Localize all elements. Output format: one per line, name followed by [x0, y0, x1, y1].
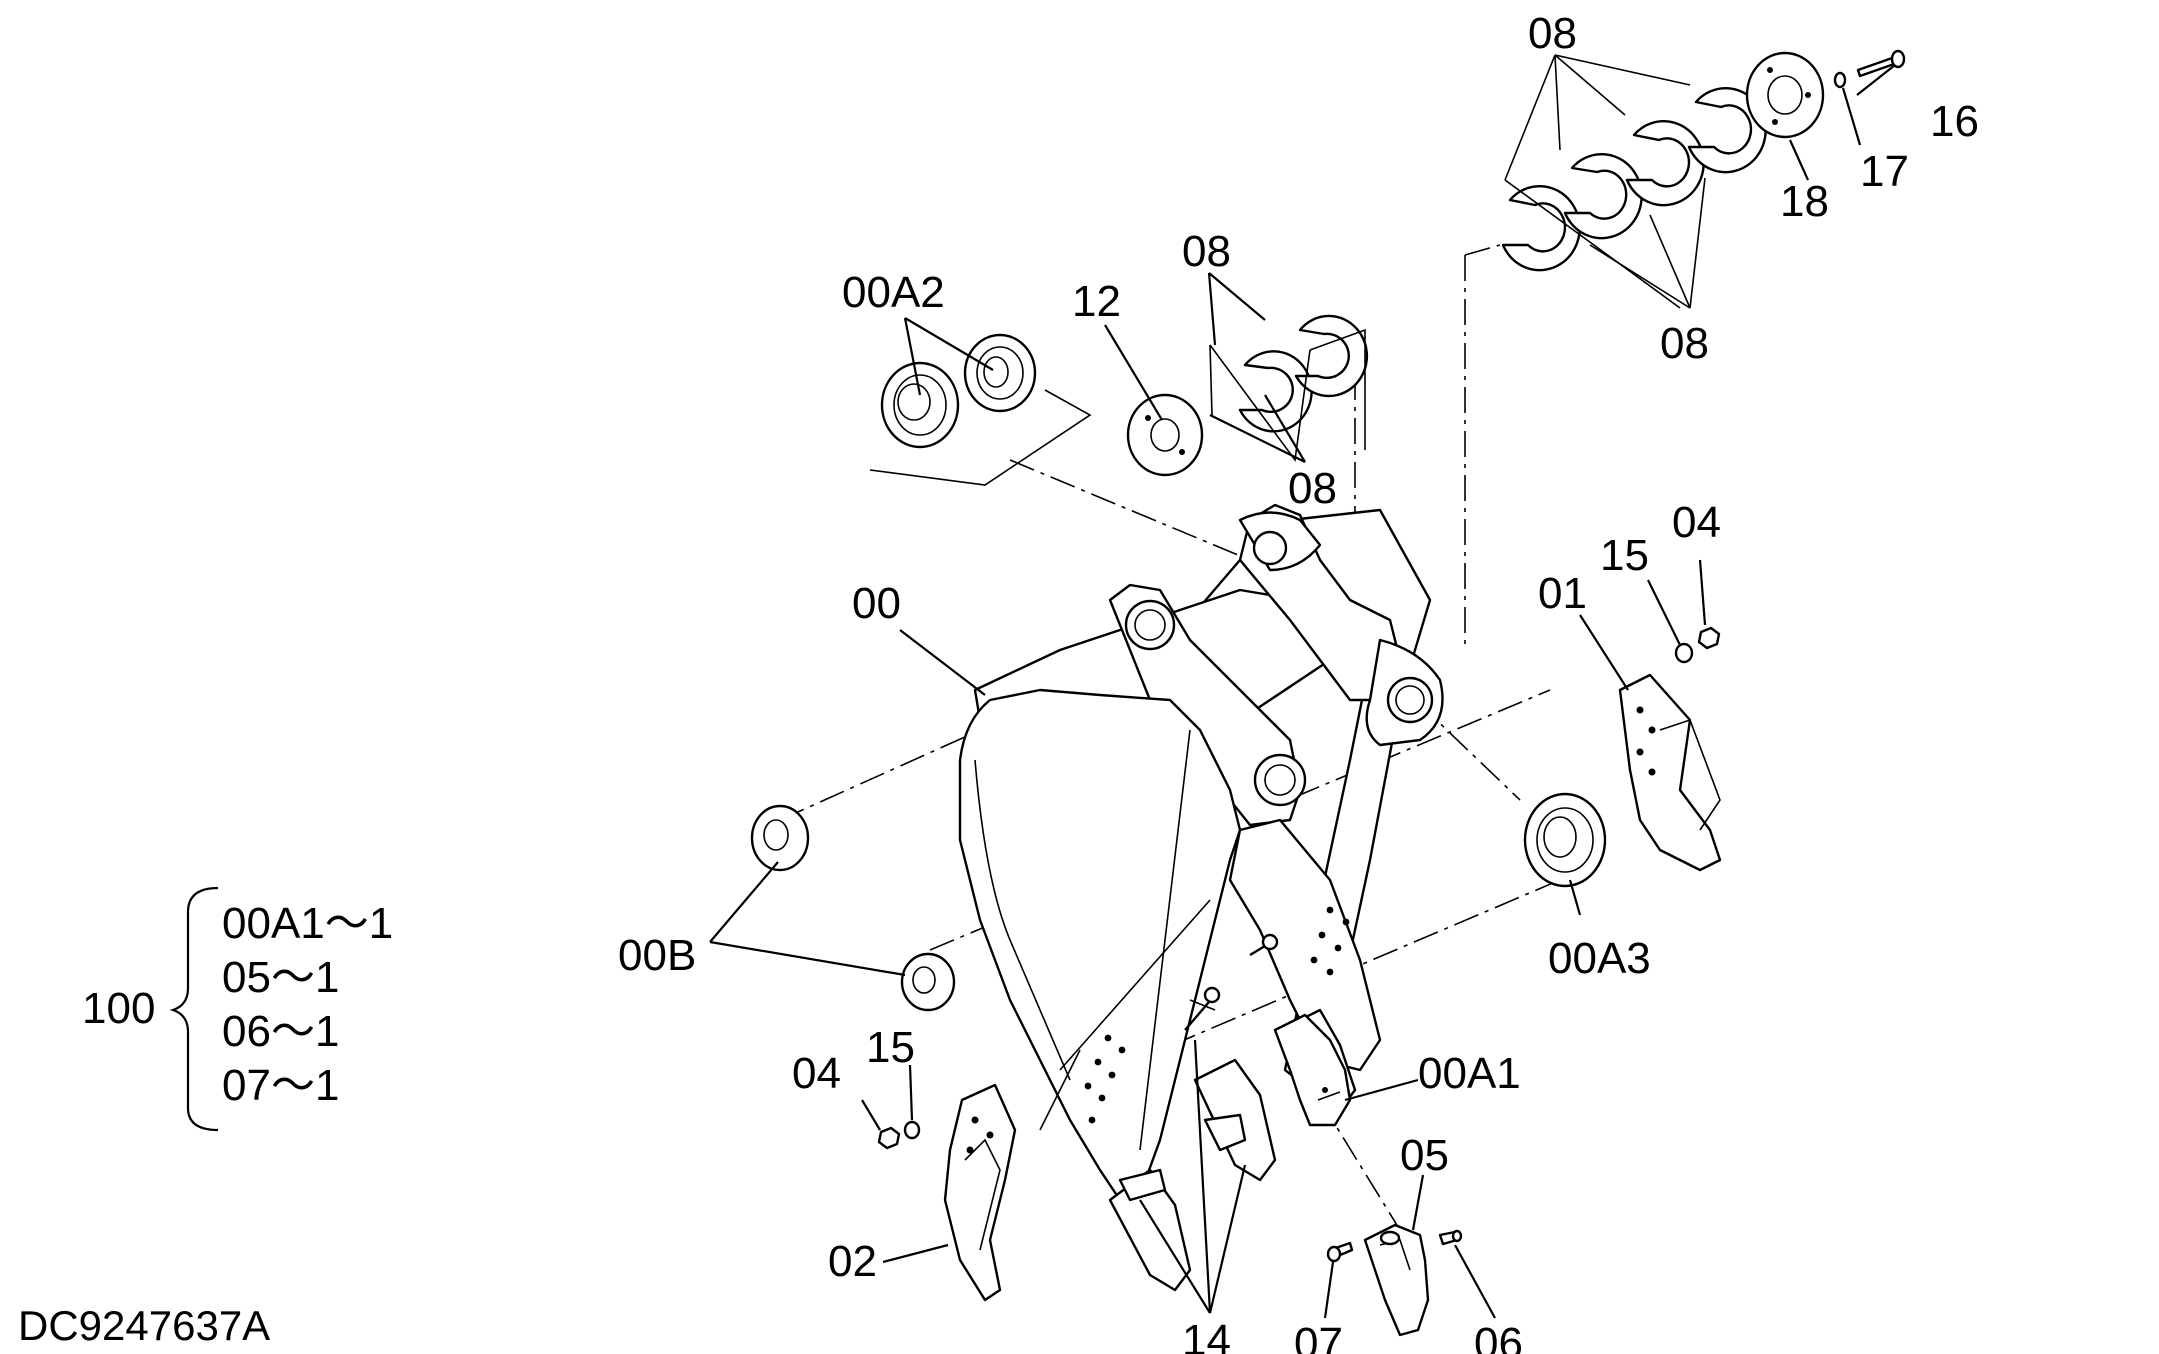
label-00A3: 00A3 — [1548, 934, 1651, 983]
label-00A2: 00A2 — [842, 268, 945, 317]
kit-list: 100 00A1～1 05～1 06～1 07～1 — [82, 899, 393, 1110]
adapter-00A1 — [1273, 1013, 1352, 1127]
label-04-right: 04 — [1672, 498, 1721, 547]
label-12: 12 — [1072, 277, 1121, 326]
bolt-16 — [1856, 49, 1906, 78]
kit-item-1: 00A1～1 — [222, 899, 393, 948]
label-16: 16 — [1930, 97, 1979, 146]
bucket-body — [958, 503, 1444, 1202]
shims-08-upper — [1501, 54, 1767, 309]
label-00: 00 — [852, 579, 901, 628]
label-15-left: 15 — [866, 1023, 915, 1072]
side-cutter-02 — [943, 1083, 1017, 1302]
bushing-00A3 — [1523, 792, 1607, 888]
lock-06 — [1438, 1229, 1463, 1246]
kit-item-4: 07～1 — [222, 1061, 339, 1110]
bushing-00A2-pair — [869, 333, 1092, 486]
label-02: 02 — [828, 1237, 877, 1286]
label-00B: 00B — [618, 931, 696, 980]
side-cutter-bolt-holes — [1084, 906, 1350, 1124]
kit-item-2: 05～1 — [222, 953, 339, 1002]
label-08-mid-top: 08 — [1182, 227, 1231, 276]
washer-15-left — [903, 1120, 921, 1140]
label-06: 06 — [1474, 1319, 1523, 1354]
label-15-right: 15 — [1600, 531, 1649, 580]
label-00A1: 00A1 — [1418, 1049, 1521, 1098]
washer-17 — [1833, 71, 1847, 89]
plate-12 — [1126, 393, 1204, 477]
label-01: 01 — [1538, 569, 1587, 618]
side-cutter-01 — [1618, 673, 1722, 872]
drawing-id: DC9247637A — [18, 1302, 270, 1349]
callout-labels: 08 16 17 18 08 08 08 00A2 12 00 01 15 04… — [618, 9, 1979, 1354]
leader-lines — [709, 64, 1896, 1319]
tooth-point-05 — [1363, 1223, 1430, 1337]
label-08-top: 08 — [1528, 9, 1577, 58]
label-08-mid-bottom: 08 — [1288, 464, 1337, 513]
label-05: 05 — [1400, 1131, 1449, 1180]
kit-brace — [169, 886, 219, 1132]
washer-15-right — [1674, 642, 1694, 664]
bushing-00B-lower — [900, 952, 956, 1012]
label-08-right: 08 — [1660, 319, 1709, 368]
kit-item-3: 06～1 — [222, 1007, 339, 1056]
retainer-plate-18 — [1745, 51, 1825, 139]
pin-07 — [1326, 1241, 1354, 1263]
label-07: 07 — [1294, 1319, 1343, 1354]
nut-04-left — [877, 1126, 901, 1150]
nut-04-right — [1697, 626, 1721, 650]
label-04-left: 04 — [792, 1049, 841, 1098]
kit-number: 100 — [82, 984, 155, 1033]
bushing-00B-upper — [750, 804, 810, 872]
label-14: 14 — [1182, 1316, 1231, 1354]
label-17: 17 — [1860, 147, 1909, 196]
shims-08-middle — [1209, 314, 1369, 463]
label-18: 18 — [1780, 177, 1829, 226]
